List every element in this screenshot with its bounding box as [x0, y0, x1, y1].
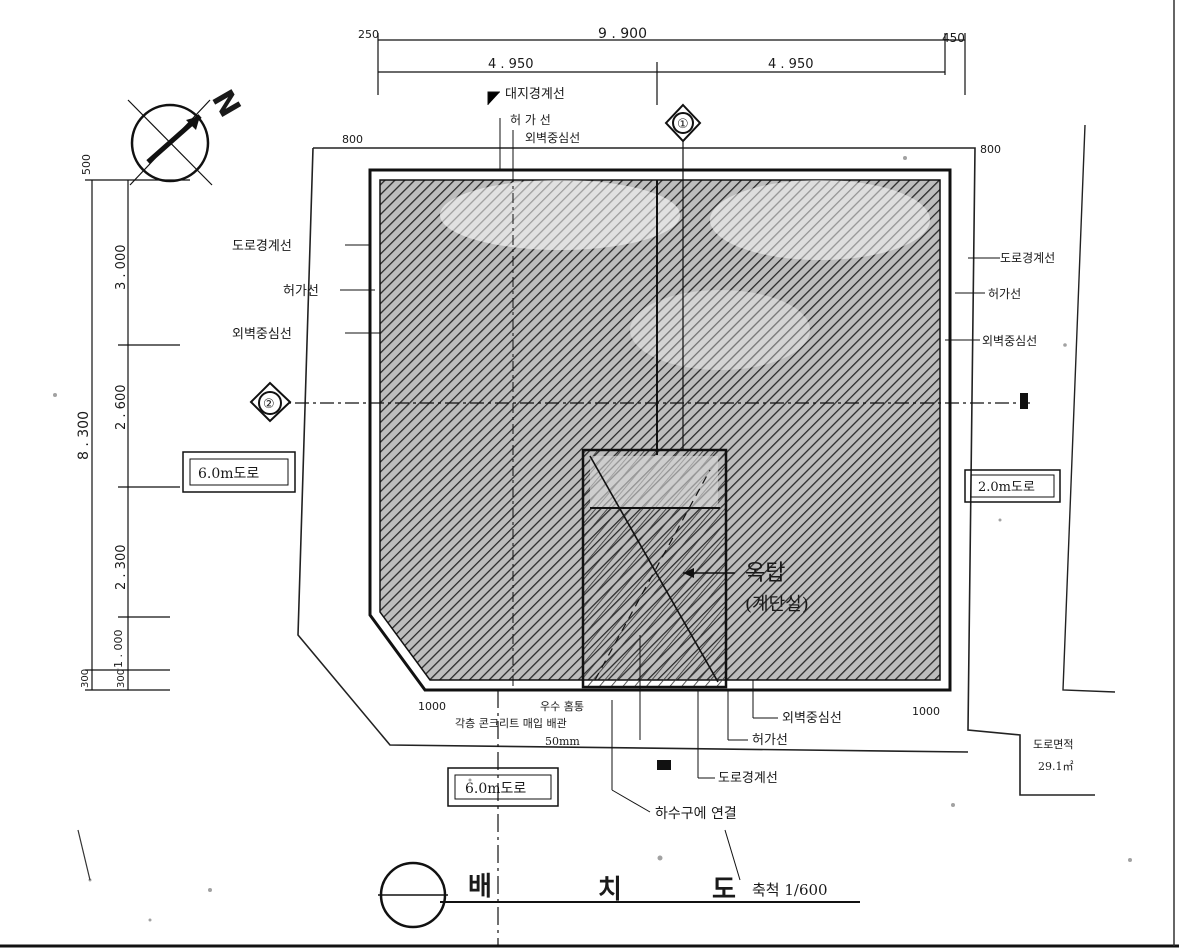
label-right-setback-line: 외벽중심선 [982, 334, 1037, 348]
dim-corner-bottom-right: 1000 [912, 705, 940, 718]
label-drain-note-1: 우수 홈통 [540, 699, 584, 713]
label-right-road-line: 도로경계선 [1000, 251, 1055, 265]
dim-corner-top-right: 800 [980, 143, 1001, 156]
label-left-building-line: 허가선 [283, 284, 319, 299]
label-left-road-width: 6.0m도로 [198, 466, 259, 482]
title-main-1: 배 [468, 872, 492, 902]
site-boundary-left [297, 147, 969, 753]
label-top-setback-line: 외벽중심선 [525, 131, 580, 145]
label-road-detail-2: 29.1㎡ [1038, 760, 1074, 773]
label-road-detail-1: 도로면적 [1033, 738, 1073, 751]
dim-top-left-offset: 250 [358, 28, 379, 41]
left-dimensions [85, 179, 190, 691]
label-drain-note-2: 각층 콘크리트 매입 배관 [455, 717, 567, 730]
dim-side-300b: 300 [116, 669, 127, 688]
dim-corner-top-left: 800 [342, 133, 363, 146]
section-mark-left-label: ② [263, 397, 275, 412]
label-left-road-line: 도로경계선 [232, 239, 292, 254]
dim-top-half-right: 4 . 950 [768, 57, 813, 72]
left-road-width-box [182, 451, 296, 493]
label-top-road-line: 대지경계선 [505, 87, 565, 102]
title-main-3: 도 [712, 875, 736, 905]
dim-side-1000: 1 . 000 [112, 630, 125, 668]
dim-side-2300: 2 . 300 [114, 545, 129, 590]
title-main-2: 치 [598, 875, 622, 905]
north-arrow [127, 99, 213, 186]
label-right-road-width: 2.0m도로 [978, 480, 1035, 495]
label-bottom-building-line: 허가선 [752, 733, 788, 748]
bottom-road-width-box [447, 767, 559, 807]
top-dimensions [377, 33, 966, 105]
label-stairs-sub: (계단실) [745, 594, 809, 615]
label-left-setback-line: 외벽중심선 [232, 327, 292, 342]
section-marker-left [249, 381, 292, 423]
label-right-building-line: 허가선 [988, 287, 1021, 301]
dim-side-300a: 300 [80, 669, 91, 688]
north-label: N [204, 84, 247, 123]
dim-side-500: 500 [80, 154, 93, 175]
dim-top-total: 9 . 900 [598, 26, 647, 42]
dim-side-3000: 3 . 000 [114, 245, 129, 290]
title-scale: 축척 1/600 [752, 881, 828, 899]
section-mark-top-label: ① [677, 117, 689, 132]
label-bottom-road-width: 6.0m도로 [465, 781, 526, 797]
label-sewer-connection: 하수구에 연결 [655, 806, 737, 822]
label-drain-note-3: 50mm [545, 735, 580, 748]
label-top-building-line: 허 가 선 [510, 113, 551, 127]
right-road-width-box [964, 469, 1061, 503]
dim-top-half-left: 4 . 950 [488, 57, 533, 72]
label-bottom-setback-line: 외벽중심선 [782, 711, 842, 726]
title-block [378, 861, 860, 929]
section-marker-top [664, 103, 702, 450]
right-road-edge [1062, 124, 1116, 693]
dim-side-2600: 2 . 600 [114, 385, 129, 430]
label-stairs: 옥탑 [745, 561, 785, 586]
dim-corner-bottom-left: 1000 [418, 700, 446, 713]
label-bottom-road-line: 도로경계선 [718, 771, 778, 786]
site-boundary-line [313, 147, 1095, 796]
dim-top-right-offset: 450 [942, 31, 965, 45]
dim-side-total: 8 . 300 [76, 411, 92, 460]
